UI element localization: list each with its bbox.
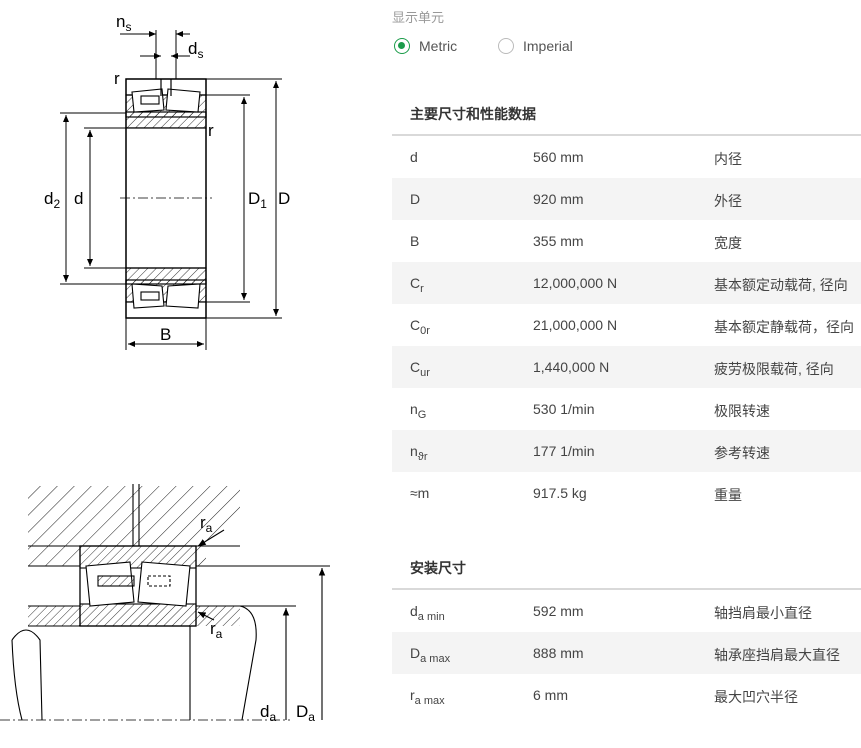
cell-value: 177 1/min: [533, 443, 595, 459]
table-row: nϑr 177 1/min 参考转速: [392, 430, 861, 472]
table-row: d 560 mm 内径: [392, 136, 861, 178]
label-Da: Da: [296, 702, 315, 724]
cell-description: 轴承座挡肩最大直径: [714, 647, 840, 663]
table-row: B 355 mm 宽度: [392, 220, 861, 262]
symbol-text: C: [410, 317, 421, 333]
cell-value: 888 mm: [533, 645, 584, 661]
label-r-right: r: [208, 121, 214, 140]
symbol-subscript: G: [417, 409, 427, 421]
top-cross-section: [120, 78, 212, 319]
symbol-text: d: [410, 603, 418, 619]
cell-symbol: nϑr: [410, 443, 427, 463]
section-divider: [392, 588, 861, 590]
table-row: Cur 1,440,000 N 疲劳极限载荷, 径向: [392, 346, 861, 388]
table-row: ra max 6 mm 最大凹穴半径: [392, 674, 861, 716]
cell-description: 最大凹穴半径: [714, 689, 798, 705]
cell-value: 560 mm: [533, 149, 584, 165]
cell-value: 12,000,000 N: [533, 275, 618, 291]
cell-symbol: Cur: [410, 359, 430, 379]
symbol-subscript: r: [420, 283, 424, 295]
cell-symbol: C0r: [410, 317, 430, 337]
symbol-text: C: [410, 359, 421, 375]
table-row: D 920 mm 外径: [392, 178, 861, 220]
radio-metric[interactable]: Metric: [394, 38, 457, 54]
cell-symbol: ≈m: [410, 485, 429, 501]
cell-description: 基本额定静载荷，径向: [714, 319, 854, 335]
label-r-left: r: [114, 69, 120, 88]
symbol-subscript: a min: [417, 611, 445, 623]
label-D1: D1: [248, 189, 267, 211]
cell-description: 重量: [714, 487, 742, 503]
symbol-text: d: [410, 149, 418, 165]
cell-symbol: da min: [410, 603, 445, 623]
cell-value: 592 mm: [533, 603, 584, 619]
cell-description: 轴挡肩最小直径: [714, 605, 812, 621]
label-D: D: [278, 189, 290, 208]
cell-value: 6 mm: [533, 687, 568, 703]
table-row: Da max 888 mm 轴承座挡肩最大直径: [392, 632, 861, 674]
radio-imperial[interactable]: Imperial: [498, 38, 573, 54]
cell-value: 530 1/min: [533, 401, 595, 417]
table-row: Cr 12,000,000 N 基本额定动载荷, 径向: [392, 262, 861, 304]
cell-value: 21,000,000 N: [533, 317, 618, 333]
symbol-subscript: a max: [420, 653, 451, 665]
cell-symbol: Cr: [410, 275, 424, 295]
symbol-text: n: [410, 443, 418, 459]
bottom-mounting-drawing: [0, 484, 330, 721]
radio-checked-icon: [394, 38, 410, 54]
symbol-text: D: [410, 645, 421, 661]
label-da: da: [260, 702, 276, 724]
cell-description: 参考转速: [714, 445, 770, 461]
bearing-drawings: ns ds r r d2 d D1 D B: [0, 12, 330, 724]
cell-symbol: D: [410, 191, 420, 207]
radio-imperial-label: Imperial: [523, 38, 573, 54]
cell-value: 917.5 kg: [533, 485, 587, 501]
table-row: nG 530 1/min 极限转速: [392, 388, 861, 430]
table-row: da min 592 mm 轴挡肩最小直径: [392, 590, 861, 632]
drawings-area: ns ds r r d2 d D1 D B: [0, 0, 380, 743]
cell-value: 1,440,000 N: [533, 359, 610, 375]
label-ra-top: ra: [200, 513, 213, 535]
symbol-subscript: 0r: [420, 325, 430, 337]
cell-value: 355 mm: [533, 233, 584, 249]
symbol-subscript: a max: [414, 695, 445, 707]
symbol-subscript: ur: [420, 367, 430, 379]
cell-symbol: ra max: [410, 687, 445, 707]
symbol-subscript: ϑr: [417, 451, 428, 463]
label-ra-bottom: ra: [210, 619, 223, 641]
cell-symbol: nG: [410, 401, 426, 421]
label-d: d: [74, 189, 83, 208]
section-title-main: 主要尺寸和性能数据: [410, 106, 536, 122]
symbol-text: B: [410, 233, 420, 249]
table-row: C0r 21,000,000 N 基本额定静载荷，径向: [392, 304, 861, 346]
unit-selector-label: 显示单元: [392, 10, 445, 25]
cell-symbol: d: [410, 149, 418, 165]
section-title-mounting: 安装尺寸: [410, 560, 466, 576]
cell-value: 920 mm: [533, 191, 584, 207]
label-B: B: [160, 325, 171, 344]
table-row: ≈m 917.5 kg 重量: [392, 472, 861, 514]
cell-symbol: Da max: [410, 645, 450, 665]
symbol-text: ≈m: [410, 485, 430, 501]
cell-symbol: B: [410, 233, 419, 249]
label-d2: d2: [44, 189, 60, 211]
cell-description: 基本额定动载荷, 径向: [714, 277, 848, 293]
symbol-text: D: [410, 191, 421, 207]
symbol-text: n: [410, 401, 418, 417]
label-ns: ns: [116, 12, 131, 34]
cell-description: 疲劳极限载荷, 径向: [714, 361, 834, 377]
cell-description: 宽度: [714, 235, 742, 251]
cell-description: 外径: [714, 193, 742, 209]
mounting-dimensions-table: da min 592 mm 轴挡肩最小直径 Da max 888 mm 轴承座挡肩最大直径…: [392, 590, 861, 716]
main-dimensions-table: d 560 mm 内径 D 920 mm 外径 B 355 mm 宽度 Cr 12,000,000 …: [392, 136, 861, 514]
radio-unchecked-icon: [498, 38, 514, 54]
cell-description: 极限转速: [714, 403, 770, 419]
symbol-text: r: [410, 687, 415, 703]
radio-metric-label: Metric: [419, 38, 458, 54]
label-ds: ds: [188, 39, 203, 61]
section-divider: [392, 134, 861, 136]
cell-description: 内径: [714, 151, 742, 167]
symbol-text: C: [410, 275, 421, 291]
